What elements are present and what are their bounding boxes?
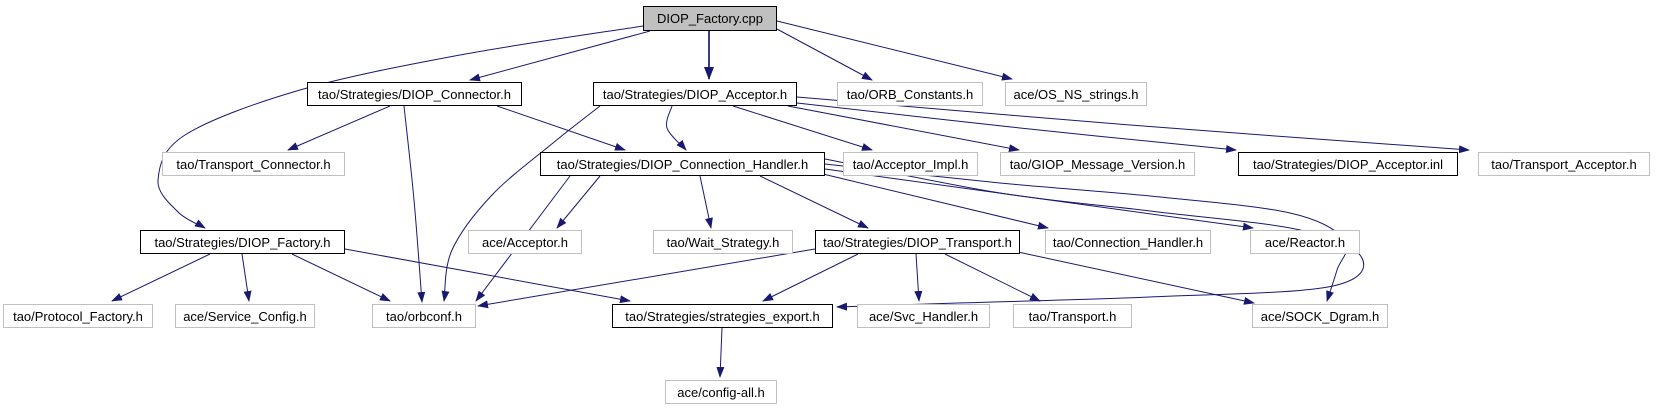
edge-strategies_export-config_all [716, 327, 725, 378]
edge-conn_handler-sock_dgram [824, 163, 1348, 302]
edge-acceptor-acceptor_impl [732, 105, 873, 151]
graph-node-os_ns_strings: ace/OS_NS_strings.h [1005, 82, 1147, 106]
edge-conn_handler-ace_acceptor [556, 175, 601, 229]
edge-acceptor-conn_handler [666, 105, 687, 151]
graph-node-transport_acceptor: tao/Transport_Acceptor.h [1478, 152, 1650, 176]
graph-node-orb_constants: tao/ORB_Constants.h [837, 82, 983, 106]
edge-connector-conn_handler [496, 105, 626, 151]
edge-conn_handler-strategies_export [824, 158, 1365, 311]
graph-node-acceptor_impl: tao/Acceptor_Impl.h [843, 152, 978, 176]
edge-connector-orbconf [403, 105, 426, 303]
edge-acceptor-orbconf [441, 105, 601, 302]
graph-node-diop_transport[interactable]: tao/Strategies/DIOP_Transport.h [815, 230, 1020, 254]
edge-conn_handler-diop_transport [759, 175, 869, 229]
graph-node-service_config: ace/Service_Config.h [175, 304, 315, 328]
graph-node-conn_handler[interactable]: tao/Strategies/DIOP_Connection_Handler.h [540, 152, 825, 176]
graph-node-config_all: ace/config-all.h [665, 380, 777, 404]
edge-root-orb_constants [774, 27, 873, 81]
graph-node-acceptor[interactable]: tao/Strategies/DIOP_Acceptor.h [593, 82, 797, 106]
graph-node-orbconf: tao/orbconf.h [372, 304, 476, 328]
edge-diop_factory_h-orbconf [291, 253, 391, 302]
graph-node-connector[interactable]: tao/Strategies/DIOP_Connector.h [307, 82, 522, 106]
graph-node-acceptor_inl[interactable]: tao/Strategies/DIOP_Acceptor.inl [1238, 152, 1458, 176]
edge-root-diop_factory_h [157, 25, 644, 229]
graph-node-strategies_export[interactable]: tao/Strategies/strategies_export.h [612, 304, 833, 328]
graph-node-wait_strategy: tao/Wait_Strategy.h [653, 230, 793, 254]
edge-root-os_ns_strings [776, 20, 1013, 81]
graph-node-ace_acceptor: ace/Acceptor.h [468, 230, 582, 254]
edge-diop_factory_h-strategies_export [344, 248, 631, 304]
edge-diop_transport-svc_handler [914, 253, 923, 302]
graph-node-reactor: ace/Reactor.h [1250, 230, 1360, 254]
edge-diop_transport-orbconf [477, 248, 816, 309]
graph-node-svc_handler: ace/Svc_Handler.h [857, 304, 990, 328]
edge-diop_factory_h-service_config [241, 253, 252, 302]
edge-acceptor-acceptor_inl [796, 102, 1237, 153]
graph-node-root: DIOP_Factory.cpp [643, 6, 777, 31]
edge-connector-transport_connector [287, 105, 391, 151]
edge-conn_handler-wait_strategy [699, 175, 713, 229]
edge-acceptor-giop_msg [787, 105, 1020, 153]
edge-diop_transport-sock_dgram [1017, 251, 1255, 305]
graph-node-tao_transport: tao/Transport.h [1013, 304, 1132, 328]
edge-root-connector [469, 30, 651, 82]
edge-conn_handler-tao_conn_handler [822, 173, 1049, 230]
graph-node-protocol_factory: tao/Protocol_Factory.h [3, 304, 153, 328]
graph-node-sock_dgram: ace/SOCK_Dgram.h [1252, 304, 1388, 328]
graph-node-diop_factory_h[interactable]: tao/Strategies/DIOP_Factory.h [140, 230, 345, 254]
graph-node-transport_connector: tao/Transport_Connector.h [162, 152, 345, 176]
edge-diop_transport-tao_transport [944, 253, 1041, 302]
graph-node-tao_conn_handler: tao/Connection_Handler.h [1045, 230, 1211, 254]
edge-diop_factory_h-protocol_factory [111, 253, 211, 302]
edge-diop_transport-strategies_export [762, 253, 859, 302]
graph-node-giop_msg: tao/GIOP_Message_Version.h [1000, 152, 1195, 176]
